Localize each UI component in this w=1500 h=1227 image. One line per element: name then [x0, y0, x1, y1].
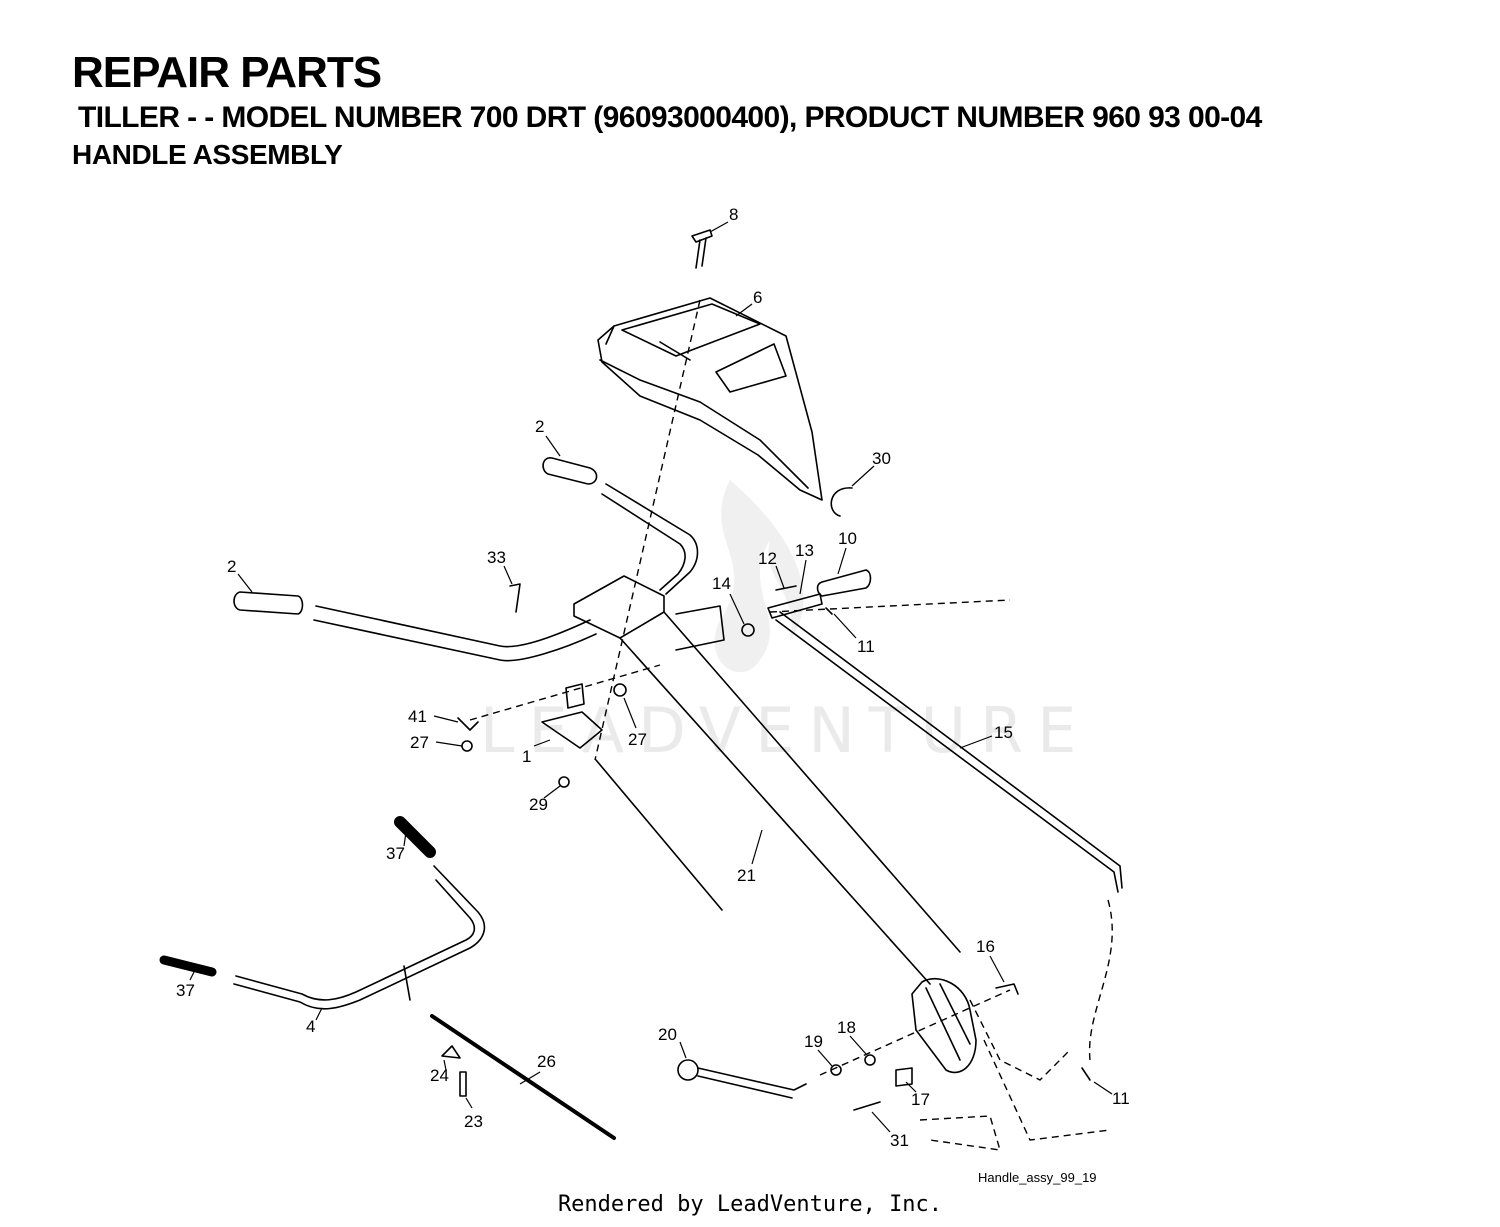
part-19-washer — [830, 1064, 842, 1076]
model-subtitle: TILLER - - MODEL NUMBER 700 DRT (9609300… — [78, 101, 1262, 134]
callout-label: 16 — [976, 937, 995, 956]
watermark: LEADVENTURE — [480, 480, 1090, 767]
control-bracket — [457, 683, 723, 911]
part-17-bushing — [895, 1067, 913, 1087]
figure-reference: Handle_assy_99_19 — [978, 1170, 1097, 1185]
part-20-shift-lever — [677, 1059, 807, 1099]
handlebar — [313, 483, 699, 662]
part-30-clip — [830, 487, 853, 517]
callout-label: 1 — [522, 747, 531, 766]
flame-logo-icon — [714, 480, 804, 673]
part-16-bolt — [995, 983, 1019, 995]
part-23-bolt — [459, 1071, 467, 1097]
part-8-screw — [691, 229, 713, 269]
callout-label: 41 — [408, 707, 427, 726]
callout-label: 12 — [758, 549, 777, 568]
part-2-grip-right — [542, 457, 598, 485]
part-31-bolt — [853, 1101, 881, 1111]
callout-label: 8 — [729, 205, 738, 224]
section-title: HANDLE ASSEMBLY — [72, 139, 343, 170]
part-24-clamp — [441, 1045, 461, 1059]
footer-credit: Rendered by LeadVenture, Inc. — [557, 1192, 943, 1217]
tiller-body-phantom — [919, 999, 1111, 1151]
part-11-pin — [1081, 1067, 1091, 1081]
part-37-grip-upper — [394, 816, 436, 858]
callout-label: 24 — [430, 1066, 449, 1085]
callout-label: 33 — [487, 548, 506, 567]
callout-label: 29 — [529, 795, 548, 814]
callout-label: 18 — [837, 1018, 856, 1037]
callout-label: 37 — [386, 844, 405, 863]
callout-label: 6 — [753, 288, 762, 307]
callout-label: 15 — [994, 723, 1013, 742]
callout-label: 2 — [227, 557, 236, 576]
callout-label: 27 — [410, 733, 429, 752]
callout-label: 37 — [176, 981, 195, 1000]
callout-label: 2 — [535, 417, 544, 436]
callout-label: 19 — [804, 1032, 823, 1051]
page-title: REPAIR PARTS — [72, 48, 382, 97]
callout-label: 27 — [628, 730, 647, 749]
callout-label: 11 — [857, 637, 875, 656]
part-6-console — [597, 297, 823, 501]
callout-label: 17 — [911, 1090, 930, 1109]
callout-label: 30 — [872, 449, 891, 468]
callout-label: 31 — [890, 1131, 909, 1150]
callout-label: 13 — [795, 541, 814, 560]
part-26-cable — [430, 1014, 616, 1140]
callout-label: 4 — [306, 1017, 315, 1036]
callout-label: 14 — [712, 574, 731, 593]
part-37-grip-lower — [159, 955, 217, 977]
top-linkage — [741, 569, 872, 637]
part-21-handle-tube — [573, 575, 977, 1074]
callout-label: 21 — [737, 866, 756, 885]
part-18-washer — [864, 1054, 876, 1066]
leader-lines — [189, 221, 1113, 1133]
callout-label: 11 — [1112, 1089, 1130, 1108]
watermark-text: LEADVENTURE — [480, 694, 1090, 767]
callout-label: 23 — [464, 1112, 483, 1131]
callout-label: 20 — [658, 1025, 677, 1044]
part-2-grip-left — [233, 591, 304, 615]
part-33-screw — [509, 583, 521, 613]
callout-label: 26 — [537, 1052, 556, 1071]
callout-labels: 8 6 2 30 2 33 12 13 10 14 11 41 27 1 27 … — [176, 205, 1130, 1150]
part-4-lower-handle — [233, 865, 486, 1010]
part-15-rod — [775, 611, 1123, 893]
callout-label: 10 — [838, 529, 857, 548]
